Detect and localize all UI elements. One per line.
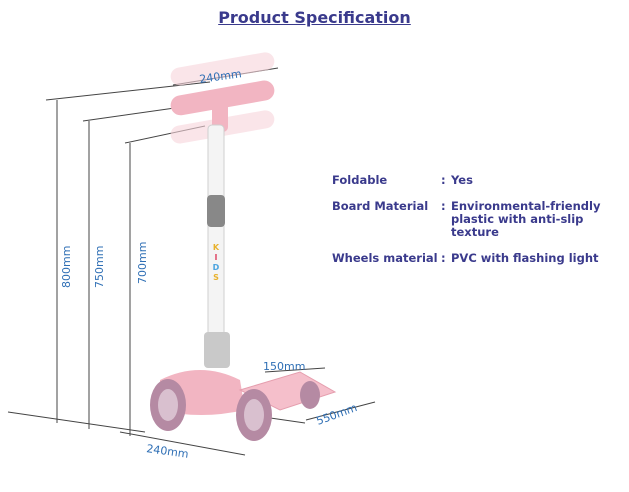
svg-text:K: K	[213, 243, 220, 252]
dim-height-700: 700mm	[136, 242, 149, 284]
dim-handlebar-width: 240mm	[199, 67, 243, 86]
spec-value: Environmental-friendly plastic with anti…	[451, 199, 601, 239]
dim-deck-width: 150mm	[263, 360, 305, 373]
spec-row-wheels-material: Wheels material : PVC with flashing ligh…	[332, 252, 611, 265]
spec-label: Wheels material	[332, 251, 438, 265]
spec-row-board-material: Board Material : Environmental-friendly …	[332, 200, 611, 239]
dim-height-750: 750mm	[93, 246, 106, 288]
svg-text:S: S	[213, 273, 219, 282]
page-title: Product Specification	[218, 8, 411, 27]
dim-deck-length: 550mm	[315, 401, 359, 428]
svg-text:D: D	[213, 263, 220, 272]
spec-label: Foldable	[332, 173, 388, 187]
dim-height-800: 800mm	[60, 246, 73, 288]
scooter-image: K I D S	[150, 52, 337, 441]
dim-base-width: 240mm	[146, 442, 190, 461]
spec-list: Foldable : Yes Board Material : Environm…	[332, 174, 611, 278]
spec-value: Yes	[451, 173, 473, 187]
spec-row-foldable: Foldable : Yes	[332, 174, 611, 187]
spec-label: Board Material	[332, 199, 429, 213]
svg-text:I: I	[215, 253, 218, 262]
spec-value: PVC with flashing light	[451, 251, 599, 265]
